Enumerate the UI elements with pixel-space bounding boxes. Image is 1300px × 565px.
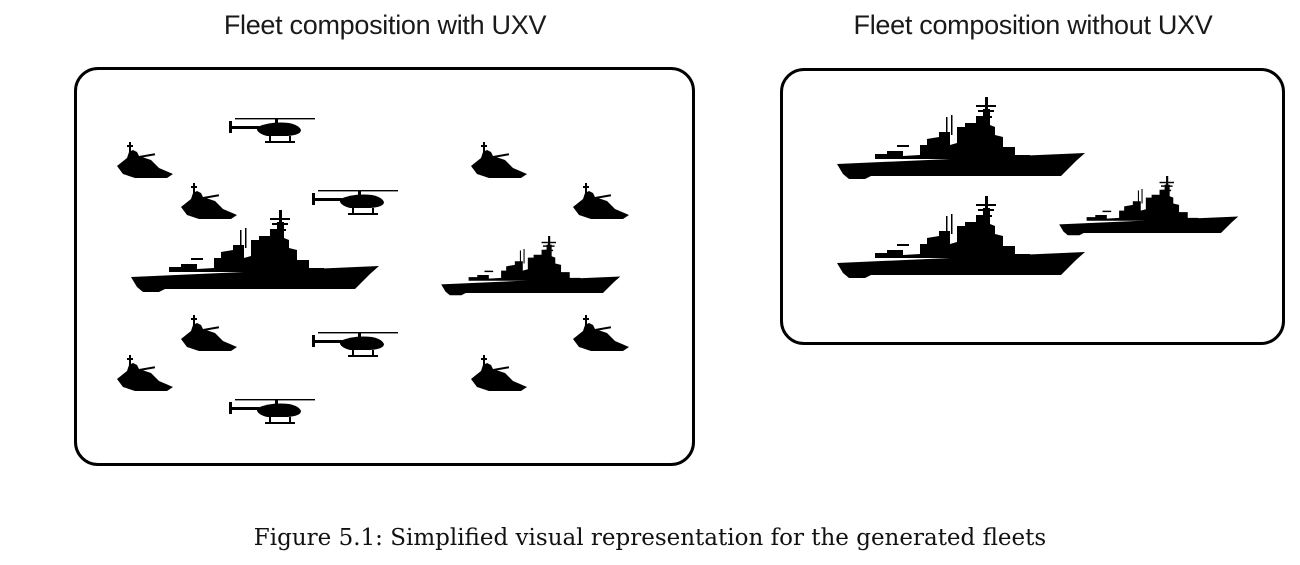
panel-fleet-without-uxv — [780, 68, 1285, 345]
figure-caption: Figure 5.1: Simplified visual representa… — [253, 525, 1047, 551]
unmanned-surface-vessel-icon — [179, 313, 239, 353]
helicopter-drone-icon — [227, 396, 317, 426]
frigate-icon — [1057, 176, 1239, 241]
destroyer-icon — [129, 210, 379, 300]
panel-fleet-with-uxv — [74, 67, 695, 466]
panel-title-with-uxv: Fleet composition with UXV — [223, 10, 547, 40]
helicopter-drone-icon — [227, 115, 317, 145]
destroyer-icon — [835, 97, 1085, 187]
unmanned-surface-vessel-icon — [469, 140, 529, 180]
unmanned-surface-vessel-icon — [571, 181, 631, 221]
unmanned-surface-vessel-icon — [571, 313, 631, 353]
frigate-icon — [439, 236, 621, 301]
helicopter-drone-icon — [310, 329, 400, 359]
destroyer-icon — [835, 196, 1085, 286]
unmanned-surface-vessel-icon — [469, 353, 529, 393]
panel-title-without-uxv: Fleet composition without UXV — [853, 10, 1213, 40]
unmanned-surface-vessel-icon — [115, 140, 175, 180]
unmanned-surface-vessel-icon — [115, 353, 175, 393]
